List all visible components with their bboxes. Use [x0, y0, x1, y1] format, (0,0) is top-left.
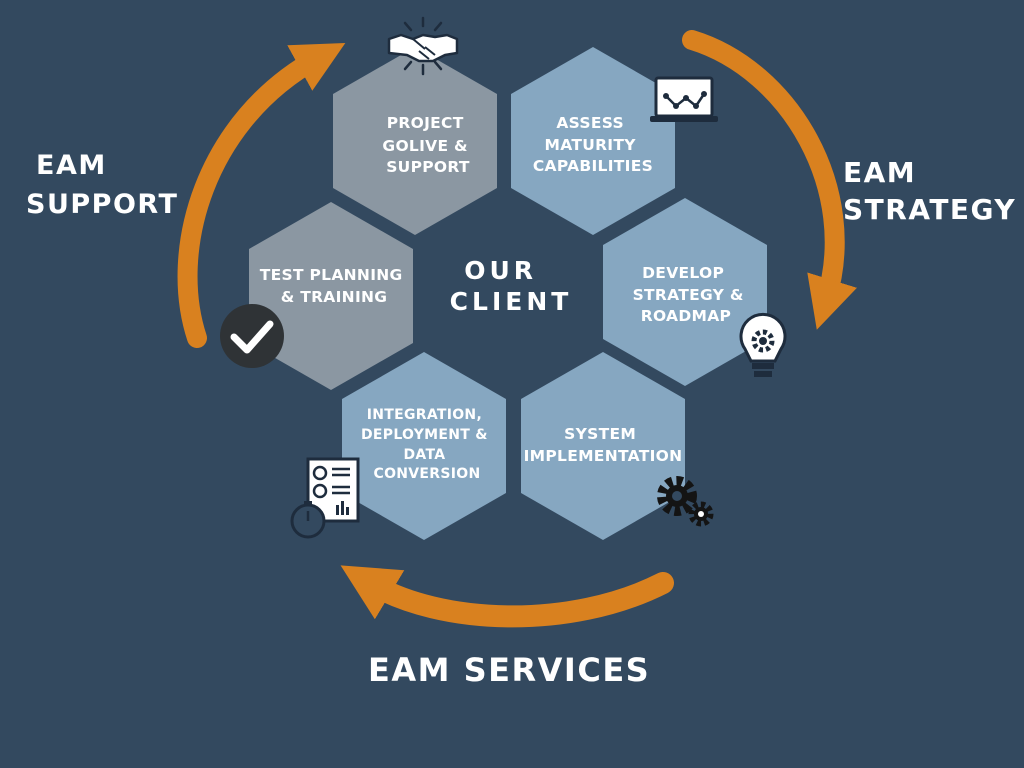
strategy-arrow — [682, 30, 857, 330]
hex-project-golive-label: PROJECT GOLIVE & SUPPORT — [382, 114, 473, 176]
eam-services-label: EAM SERVICES — [368, 651, 650, 689]
hex-test-planning — [249, 202, 413, 390]
hex-test-planning-label: TEST PLANNING & TRAINING — [260, 266, 409, 306]
lightbulb-gear-icon — [739, 312, 787, 377]
hex-system-impl-label: SYSTEM IMPLEMENTATION — [524, 425, 683, 465]
services-arrow — [340, 565, 674, 628]
hex-develop-strategy-label: DEVELOP STRATEGY & ROADMAP — [633, 264, 750, 325]
center-label: OUR CLIENT — [450, 256, 573, 316]
hex-integration — [342, 352, 506, 540]
hex-system-impl — [521, 352, 685, 540]
support-arrow — [177, 42, 346, 348]
report-stopwatch-icon — [290, 457, 360, 539]
hex-project-golive — [333, 47, 497, 235]
eam-strategy-label: EAM STRATEGY — [843, 156, 1016, 226]
hex-assess-maturity-label: ASSESS MATURITY CAPABILITIES — [533, 114, 653, 175]
handshake-icon — [387, 16, 459, 76]
gears-icon — [657, 476, 714, 527]
hex-integration-label: INTEGRATION, DEPLOYMENT & DATA CONVERSIO… — [361, 407, 493, 482]
eam-support-label: EAM SUPPORT — [26, 150, 178, 220]
laptop-chart-icon — [650, 76, 718, 122]
checkmark-icon — [220, 304, 284, 368]
hex-assess-maturity — [511, 47, 675, 235]
hex-develop-strategy — [603, 198, 767, 386]
